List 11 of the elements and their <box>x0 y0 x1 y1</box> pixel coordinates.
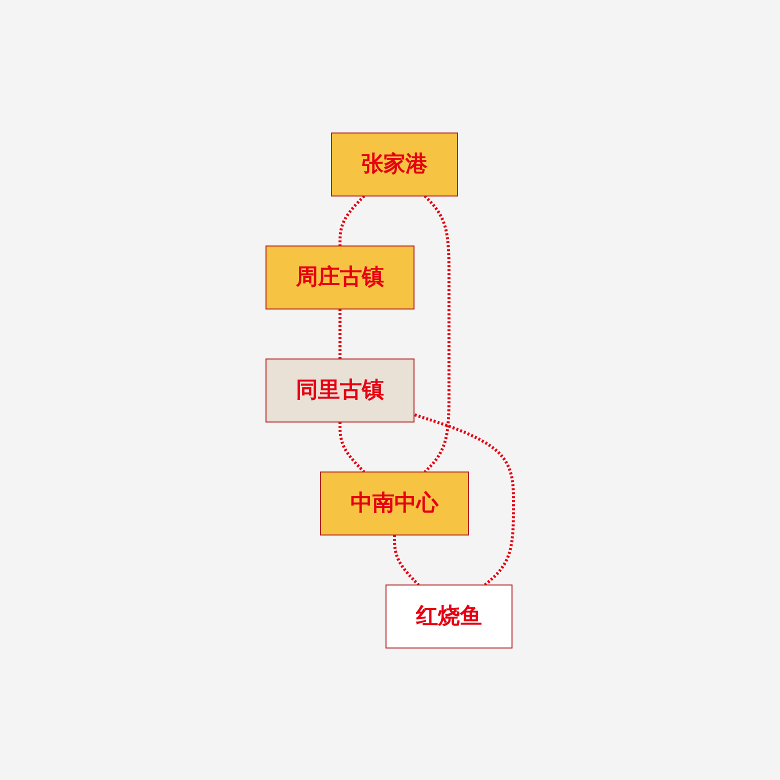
connector <box>338 308 342 358</box>
node-box: 张家港 <box>331 132 458 196</box>
node-box: 红烧鱼 <box>386 584 513 648</box>
node-box: 中南中心 <box>320 471 470 535</box>
node-box: 周庄古镇 <box>266 245 415 309</box>
connector <box>424 194 451 473</box>
connector <box>338 194 366 246</box>
connector <box>414 412 516 586</box>
connector <box>338 422 366 473</box>
connector <box>393 534 420 586</box>
node-box: 同里古镇 <box>266 358 415 422</box>
